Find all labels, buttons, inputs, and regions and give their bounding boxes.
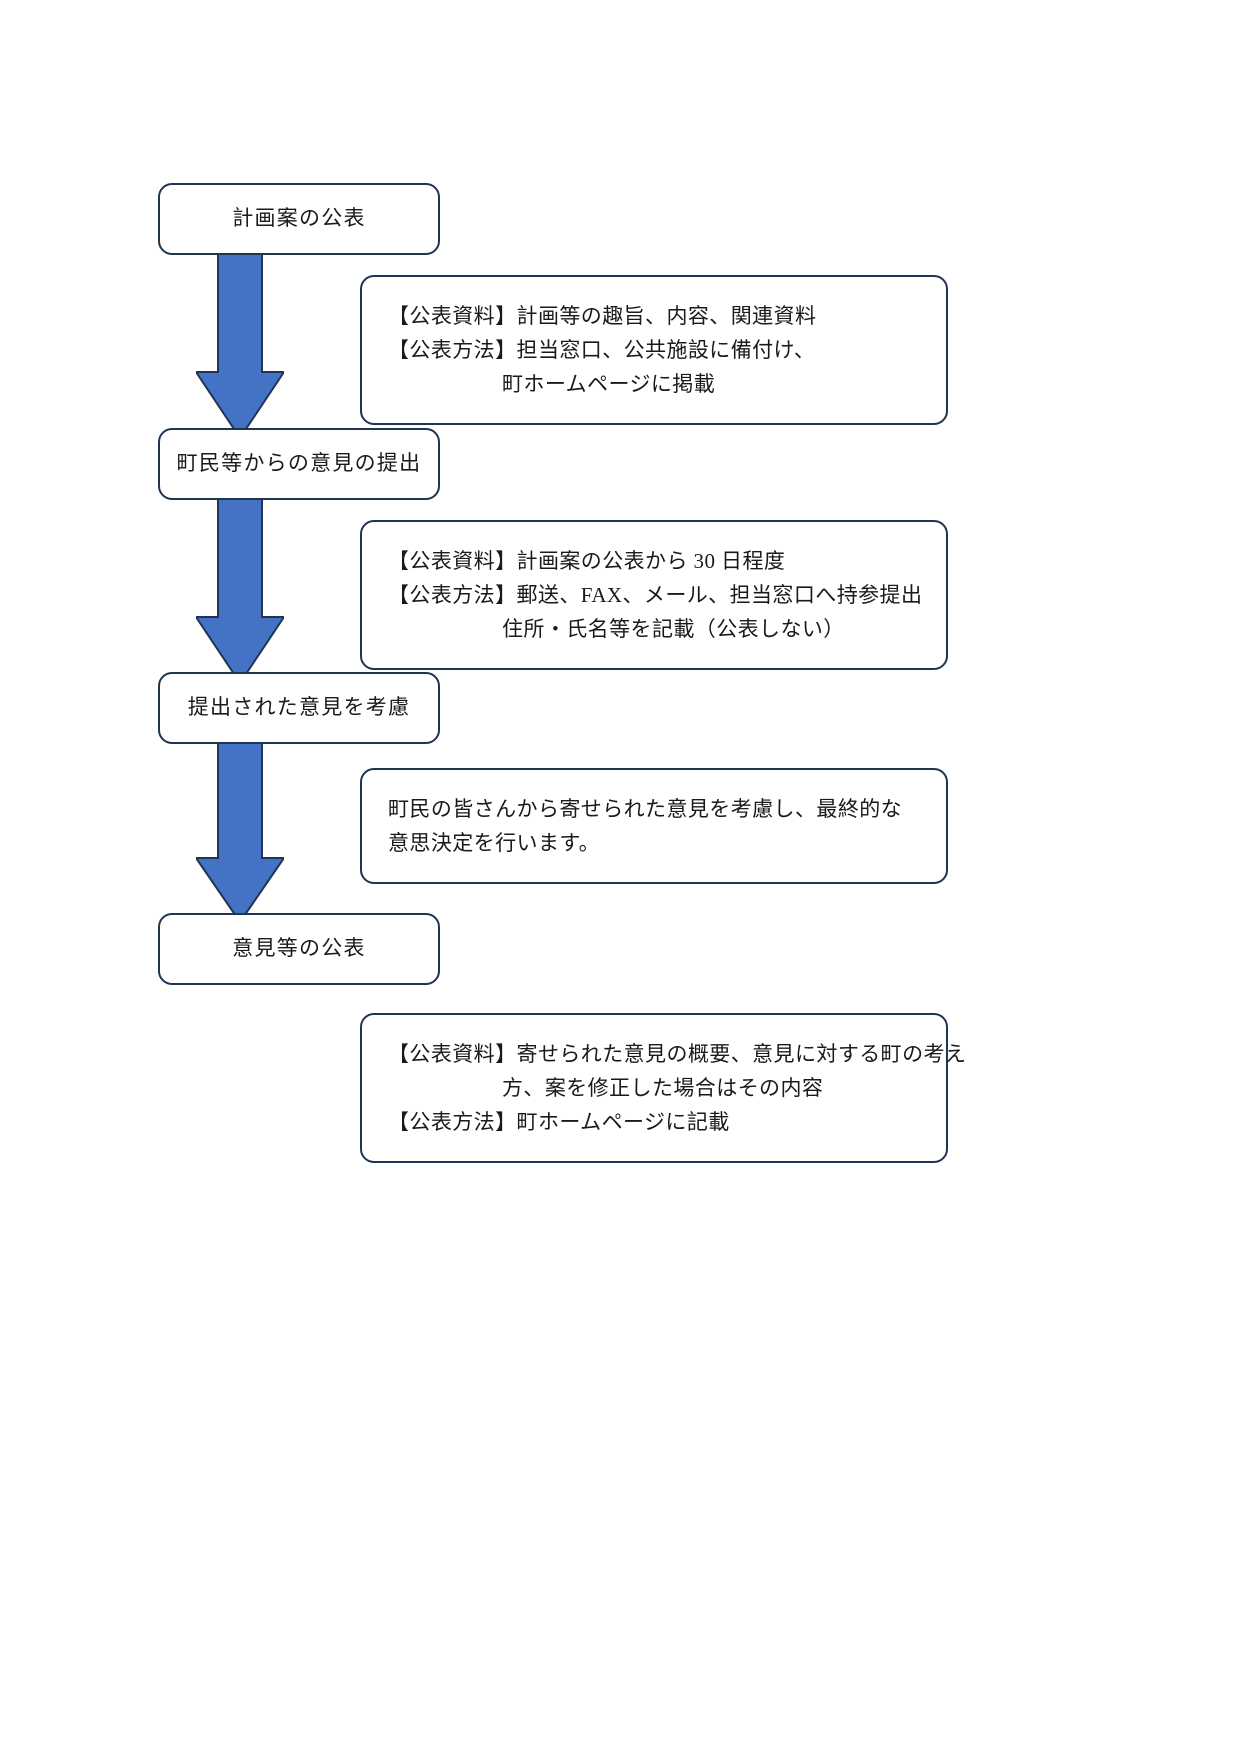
step-label: 町民等からの意見の提出 <box>176 451 422 476</box>
note-submission-of-opinions: 【公表資料】計画案の公表から 30 日程度 【公表方法】郵送、FAX、メール、担… <box>360 520 948 671</box>
step-box-consideration-of-opinions: 提出された意見を考慮 <box>158 672 440 744</box>
arrow-step2-to-step3 <box>196 495 284 685</box>
down-arrow-icon <box>196 250 284 440</box>
note-line: 住所・氏名等を記載（公表しない） <box>502 617 845 642</box>
note-line: 【公表資料】計画等の趣旨、内容、関連資料 <box>388 304 817 328</box>
arrow-step3-to-step4 <box>196 738 284 924</box>
step-label: 計画案の公表 <box>232 206 366 231</box>
note-line: 【公表方法】郵送、FAX、メール、担当窓口へ持参提出 <box>388 583 923 608</box>
step-box-publication-of-draft: 計画案の公表 <box>158 183 440 255</box>
note-publication-of-opinions: 【公表資料】寄せられた意見の概要、意見に対する町の考え 方、案を修正した場合はそ… <box>360 1013 967 1164</box>
step-label: 提出された意見を考慮 <box>187 695 411 720</box>
note-line: 【公表資料】計画案の公表から 30 日程度 <box>388 549 786 573</box>
note-line: 【公表方法】担当窓口、公共施設に備付け、 <box>388 338 816 363</box>
down-arrow-icon <box>196 738 284 924</box>
down-arrow-icon <box>196 495 284 685</box>
note-line: 【公表資料】寄せられた意見の概要、意見に対する町の考え <box>388 1042 967 1066</box>
note-line: 方、案を修正した場合はその内容 <box>502 1076 824 1101</box>
note-publication-of-draft: 【公表資料】計画等の趣旨、内容、関連資料 【公表方法】担当窓口、公共施設に備付け… <box>360 275 948 426</box>
step-box-publication-of-opinions: 意見等の公表 <box>158 913 440 985</box>
arrow-step1-to-step2 <box>196 250 284 440</box>
note-line: 【公表方法】町ホームページに記載 <box>388 1110 730 1135</box>
note-line: 町ホームページに掲載 <box>502 372 716 397</box>
note-line: 町民の皆さんから寄せられた意見を考慮し、最終的な意思決定を行います。 <box>388 797 903 856</box>
step-label: 意見等の公表 <box>232 936 366 961</box>
note-consideration-of-opinions: 町民の皆さんから寄せられた意見を考慮し、最終的な意思決定を行います。 <box>360 768 948 885</box>
step-box-submission-of-opinions: 町民等からの意見の提出 <box>158 428 440 500</box>
